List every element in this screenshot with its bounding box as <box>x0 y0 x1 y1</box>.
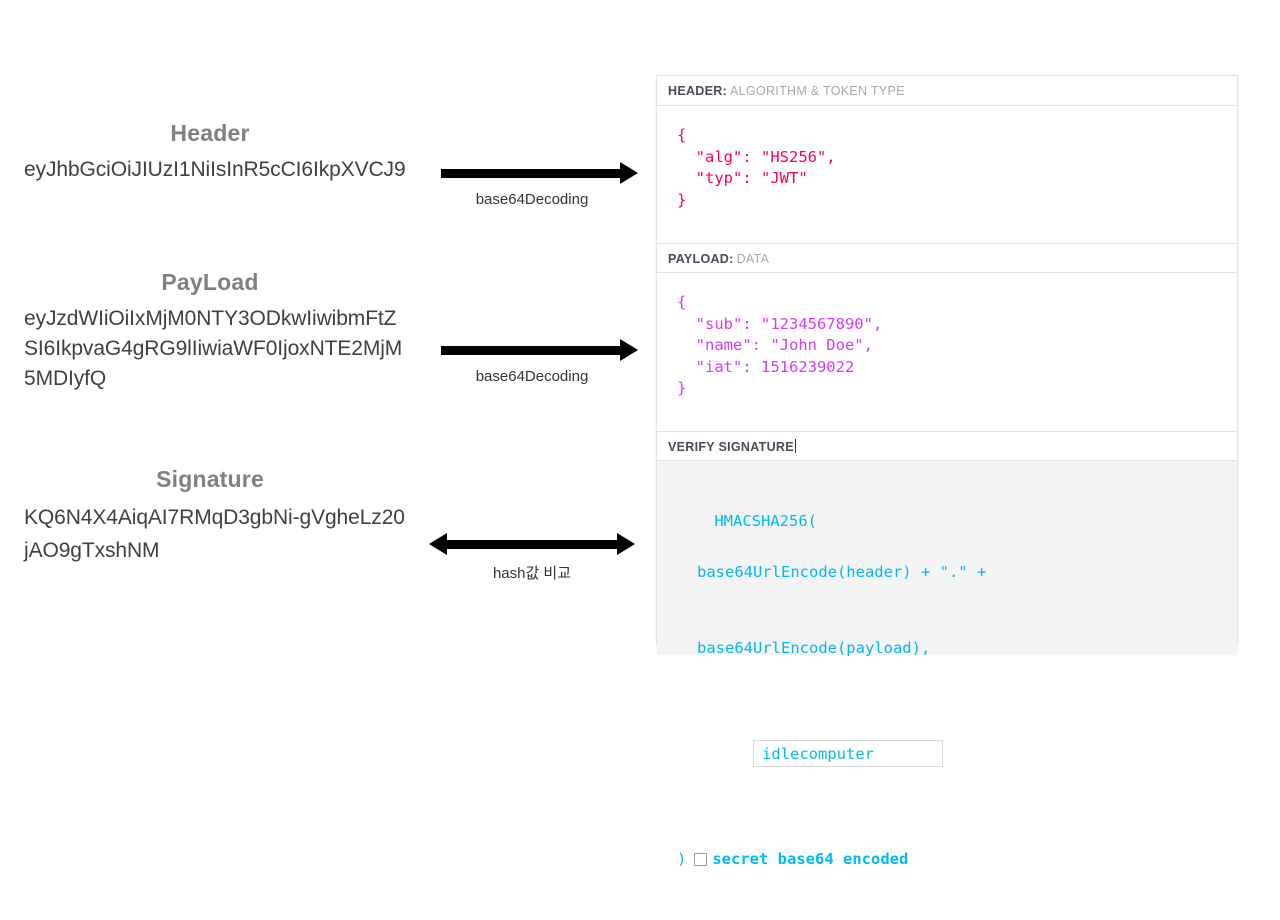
verify-signature-label: VERIFY SIGNATURE <box>668 440 794 454</box>
secret-input[interactable] <box>753 740 943 767</box>
signature-part-value: KQ6N4X4AiqAI7RMqD3gbNi-gVgheLz20jAO9gTxs… <box>24 506 405 562</box>
payload-part-title: PayLoad <box>161 269 259 295</box>
payload-section-label: PAYLOAD: <box>668 252 734 266</box>
secret-base64-encoded-checkbox[interactable] <box>694 852 708 866</box>
hmac-function-line: HMACSHA256( <box>714 511 817 530</box>
payload-section-bar: PAYLOAD:DATA <box>657 243 1237 273</box>
verify-signature-section-bar: VERIFY SIGNATURE <box>657 431 1237 461</box>
signature-compare-arrow-group: hash값 비교 <box>412 531 652 583</box>
signature-formula-area: HMACSHA256( base64UrlEncode(header) + ".… <box>657 461 1237 868</box>
payload-part-value: eyJzdWIiOiIxMjM0NTY3ODkwIiwibmFtZSI6Ikpv… <box>24 307 403 390</box>
header-section-sublabel: ALGORITHM & TOKEN TYPE <box>730 84 905 98</box>
header-section-label: HEADER: <box>668 84 728 98</box>
secret-base64-encoded-label[interactable]: secret base64 encoded <box>712 849 909 868</box>
base64url-payload-line: base64UrlEncode(payload), <box>697 639 931 657</box>
header-decode-arrow-label: base64Decoding <box>475 191 589 208</box>
closing-paren: ) <box>677 849 687 868</box>
header-part-value: eyJhbGciOiJIUzI1NiIsInR5cCI6IkpXVCJ9 <box>24 158 406 181</box>
arrow-right-icon <box>426 337 638 363</box>
payload-part-block: PayLoad eyJzdWIiOiIxMjM0NTY3ODkwIiwibmFt… <box>0 269 420 394</box>
header-part-block: Header eyJhbGciOiJIUzI1NiIsInR5cCI6IkpXV… <box>0 120 420 185</box>
text-caret <box>794 439 796 453</box>
payload-json-code[interactable]: { "sub": "1234567890", "name": "John Doe… <box>677 293 883 397</box>
header-decode-arrow-group: base64Decoding <box>412 160 652 208</box>
header-json-code[interactable]: { "alg": "HS256", "typ": "JWT" } <box>677 126 836 209</box>
token-parts-column: Header eyJhbGciOiJIUzI1NiIsInR5cCI6IkpXV… <box>0 0 420 720</box>
signature-part-block: Signature KQ6N4X4AiqAI7RMqD3gbNi-gVgheLz… <box>0 466 420 567</box>
jwt-decoded-panel: HEADER:ALGORITHM & TOKEN TYPE { "alg": "… <box>656 75 1238 868</box>
header-part-title: Header <box>170 120 250 146</box>
payload-decode-arrow-group: base64Decoding <box>412 337 652 385</box>
closing-paren-row: ) secret base64 encoded <box>677 849 1237 869</box>
arrow-right-icon <box>426 160 638 186</box>
signature-part-title: Signature <box>156 466 264 492</box>
base64url-header-line: base64UrlEncode(header) + "." + <box>697 562 987 581</box>
arrow-double-headed-icon <box>429 531 635 557</box>
signature-compare-arrow-label: hash값 비교 <box>492 565 572 582</box>
payload-section-sublabel: DATA <box>736 252 770 266</box>
header-section-bar: HEADER:ALGORITHM & TOKEN TYPE <box>657 76 1237 106</box>
secret-input-row <box>677 715 1237 793</box>
payload-decode-arrow-label: base64Decoding <box>475 368 589 385</box>
